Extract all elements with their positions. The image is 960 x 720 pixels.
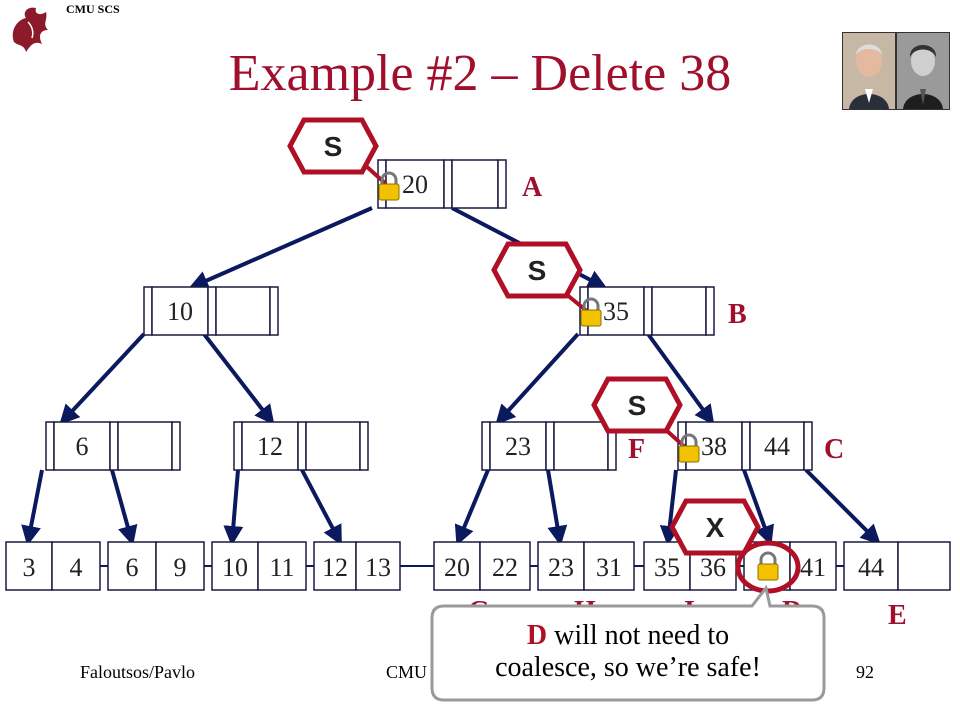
edge-arrow: [59, 332, 146, 425]
leaf-label-e: E: [888, 600, 907, 631]
tree-node-6: [45, 421, 181, 471]
leaf-key: 23: [548, 553, 574, 582]
leaf-key: 13: [365, 553, 391, 582]
padlock-icon: [580, 297, 602, 327]
padlock-icon: [678, 433, 700, 463]
edge-arrow: [202, 332, 275, 426]
lock-mode-label: S: [628, 390, 647, 421]
portrait-image: [896, 32, 950, 110]
callout-line-1-rest: will not need to: [547, 620, 730, 651]
lock-mode-label: S: [528, 255, 547, 286]
node-label-a: A: [522, 172, 543, 203]
leaf-node-e: [843, 541, 951, 591]
leaf-key: 3: [23, 553, 36, 582]
portrait-image: [842, 32, 896, 110]
lock-badge-s: [491, 241, 583, 299]
leaf-node: [5, 541, 101, 591]
leaf-key: 22: [492, 553, 518, 582]
slide-title: Example #2 – Delete 38: [228, 45, 732, 102]
node-key: 10: [167, 297, 193, 326]
callout-line-2: coalesce, so we’re safe!: [495, 652, 761, 683]
edge-arrow: [223, 469, 244, 546]
tree-node-12: [233, 421, 369, 471]
footer-author: Faloutsos/Pavlo: [80, 662, 196, 682]
leaf-key: 10: [222, 553, 248, 582]
lock-badge-x: [669, 498, 761, 556]
leaf-key: 4: [70, 553, 83, 582]
tree-node-b: [579, 286, 715, 336]
node-key: 38: [701, 432, 727, 461]
lock-badge-s: [287, 117, 379, 175]
org-label: CMU SCS: [66, 2, 120, 16]
edge-arrow: [21, 469, 44, 546]
leaf-node: [211, 541, 307, 591]
leaf-node: [537, 541, 635, 591]
callout-highlight: D: [526, 620, 548, 651]
node-key: 12: [257, 432, 283, 461]
edge-arrow: [659, 469, 680, 546]
node-label-f: F: [628, 434, 645, 465]
leaf-key: 36: [700, 553, 726, 582]
node-key: 44: [764, 432, 790, 461]
leaf-key: 11: [269, 553, 294, 582]
tree-node-f: [481, 421, 617, 471]
leaf-key: 9: [174, 553, 187, 582]
node-key: 23: [505, 432, 531, 461]
leaf-node: [433, 541, 531, 591]
leaf-key: 31: [596, 553, 622, 582]
edge-arrow: [742, 469, 774, 546]
footer-center: CMU: [386, 662, 428, 682]
leaf-key: 6: [126, 553, 139, 582]
leaf-node: [107, 541, 205, 591]
edge-arrow: [454, 469, 490, 546]
edge-arrow: [646, 332, 715, 426]
node-key: 35: [603, 297, 629, 326]
callout-bubble: [430, 584, 826, 702]
edge-arrow: [546, 469, 568, 546]
callout-line-1: D will not need to: [436, 620, 820, 652]
edge-arrow: [110, 469, 138, 546]
edge-arrow: [300, 469, 342, 546]
leaf-key: 41: [800, 553, 826, 582]
node-key: 20: [402, 170, 428, 199]
leaf-key: 12: [322, 553, 348, 582]
leaf-node: [313, 541, 401, 591]
leaf-key: 35: [654, 553, 680, 582]
edge-arrow: [495, 332, 580, 425]
node-key: 6: [76, 432, 89, 461]
node-label-b: B: [728, 299, 747, 330]
padlock-icon: [757, 551, 779, 581]
lock-mode-label: X: [706, 512, 725, 543]
padlock-icon: [378, 171, 400, 201]
page-number: 92: [856, 662, 874, 682]
edge-arrow: [804, 468, 881, 545]
lock-badge-s: [591, 376, 683, 434]
node-label-c: C: [824, 434, 844, 465]
dragon-logo-icon: [12, 7, 48, 52]
edge-arrow: [188, 206, 373, 290]
tree-node-mid-left: [143, 286, 279, 336]
leaf-key: 44: [858, 553, 884, 582]
leaf-key: 20: [444, 553, 470, 582]
lock-mode-label: S: [324, 131, 343, 162]
callout-text: D will not need to coalesce, so we’re sa…: [436, 620, 820, 684]
